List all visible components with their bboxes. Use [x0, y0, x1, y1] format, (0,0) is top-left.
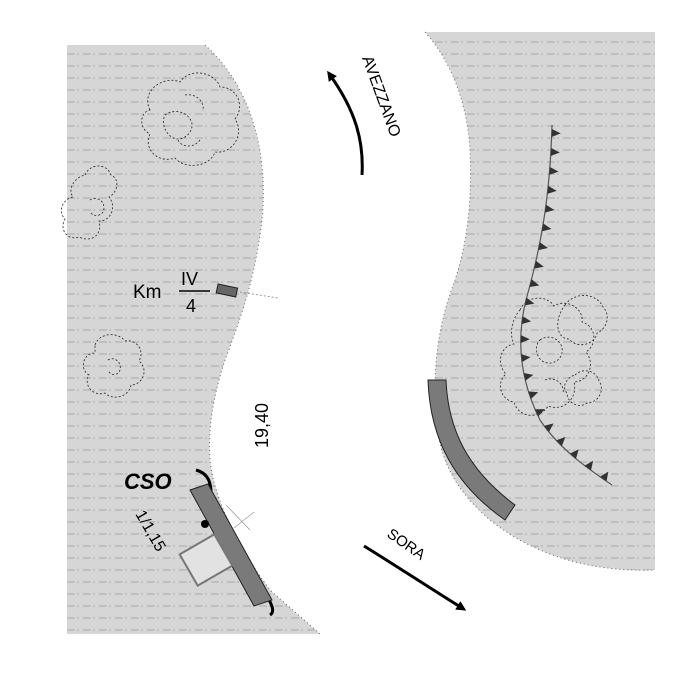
direction-north-label: AVEZZANO	[358, 54, 403, 140]
slope-tick-mark	[584, 460, 594, 471]
slope-tick-mark	[541, 223, 552, 232]
slope-tick-mark	[524, 297, 535, 306]
direction-arrow-icon	[327, 70, 364, 176]
right-ground-area	[425, 32, 655, 571]
slope-tick-mark	[543, 423, 554, 433]
slope-tick-mark	[520, 335, 530, 344]
slope-tick-mark	[528, 391, 539, 399]
left-ground-area	[67, 45, 320, 634]
slope-tick-mark	[569, 449, 579, 459]
cso-point	[201, 520, 209, 528]
slope-tick-mark	[523, 372, 534, 381]
cso-wall	[189, 483, 273, 607]
km-marker-icon	[215, 283, 239, 298]
cso-tick	[225, 504, 251, 531]
slope-tick-mark	[521, 354, 531, 363]
direction-arrow-icon	[363, 544, 467, 611]
slope-tick-mark	[599, 471, 609, 482]
embankment-slope-icon	[520, 124, 613, 486]
tree-cluster-icon	[141, 72, 240, 166]
slope-tick-mark	[521, 316, 532, 325]
km-bottom-label: 4	[186, 296, 196, 316]
slope-tick-mark	[551, 128, 561, 137]
slope-tick-mark	[538, 242, 548, 251]
km-marker-leader	[239, 291, 279, 299]
slope-tick-mark	[550, 147, 560, 156]
cso-tick	[233, 511, 255, 529]
slope-tick-mark	[534, 260, 544, 269]
slope-tick-mark	[547, 185, 557, 194]
slope-tick-mark	[544, 204, 555, 213]
tree-cluster-icon	[500, 295, 608, 416]
km-top-label: IV	[181, 269, 198, 289]
slope-tick-mark	[549, 166, 559, 175]
direction-south-label: SORA	[384, 525, 429, 563]
cso-label: CSO	[124, 469, 172, 494]
slope-tick-mark	[556, 436, 566, 447]
right-barrier	[427, 379, 516, 521]
cso-chamber	[178, 533, 234, 587]
slope-tick-mark	[529, 279, 540, 288]
tree-cluster-icon	[60, 165, 118, 240]
km-prefix-label: Km	[133, 282, 162, 303]
slope-tick-mark	[534, 409, 545, 417]
road-width-label: 19,40	[252, 403, 272, 448]
tree-cluster-icon	[82, 334, 145, 398]
